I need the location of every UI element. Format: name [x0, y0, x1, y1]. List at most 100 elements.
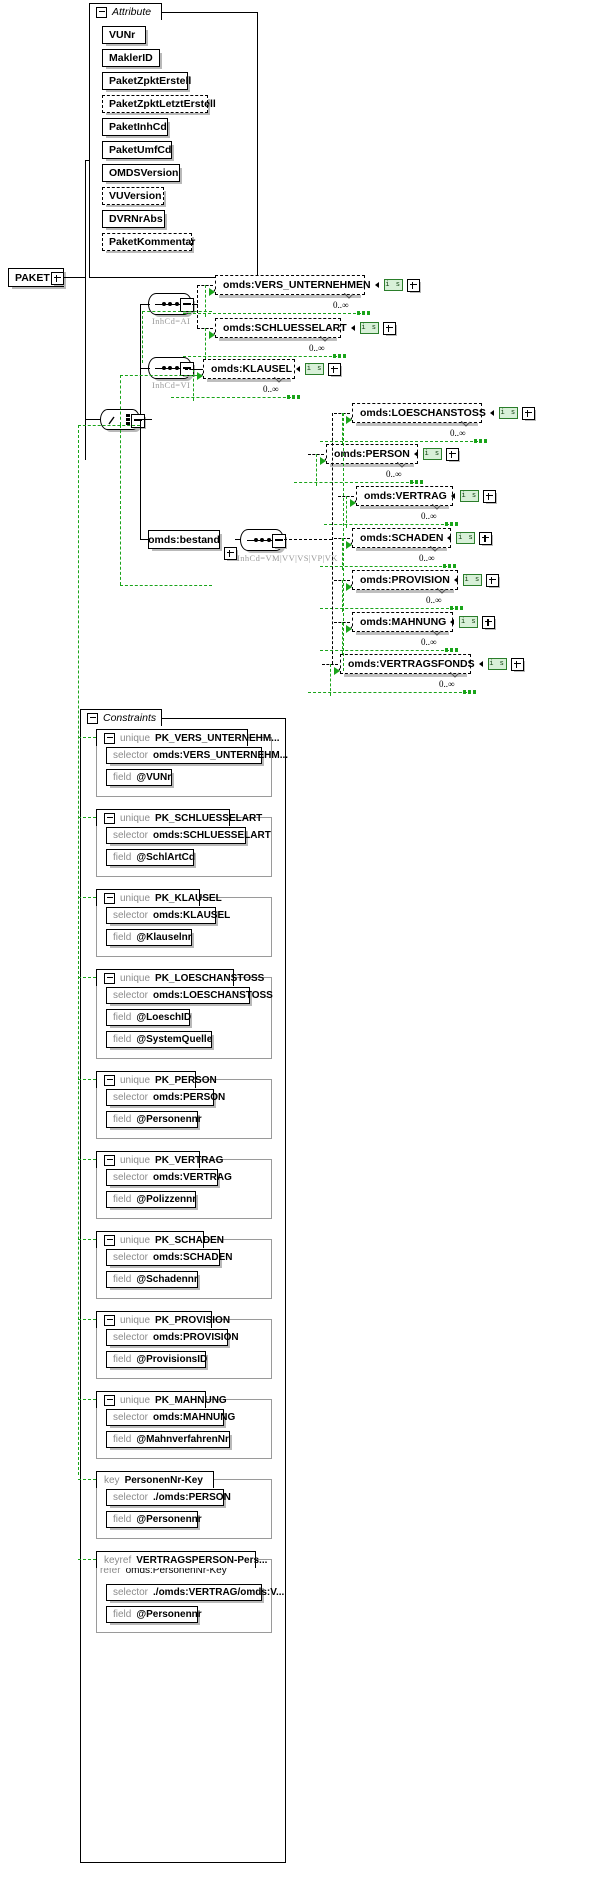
element-node[interactable]: omds:PERSON i s — [320, 444, 459, 470]
constraint-field-row[interactable]: field@VUNr — [106, 769, 172, 786]
element-node[interactable]: omds:SCHADEN i s — [346, 528, 493, 554]
expand-icon[interactable] — [510, 657, 524, 671]
element-frame[interactable]: omds:SCHLUESSELART i s — [215, 318, 396, 338]
element-node[interactable]: omds:PROVISION i s — [346, 570, 499, 596]
element-frame[interactable]: omds:VERTRAG i s — [356, 486, 496, 506]
collapse-icon[interactable] — [104, 1234, 115, 1246]
element-node[interactable]: omds:VERTRAGSFONDS i s — [334, 654, 524, 680]
collapse-icon[interactable] — [104, 812, 115, 824]
constraints-group-tab[interactable]: Constraints — [80, 709, 162, 726]
bestand-expand-icon[interactable] — [224, 547, 237, 560]
attribute-paketumfcd[interactable]: PaketUmfCd — [102, 141, 172, 159]
element-frame[interactable]: omds:PROVISION i s — [352, 570, 499, 590]
constraint-selector-row[interactable]: selector./omds:VERTRAG/omds:V... — [106, 1584, 284, 1601]
row-value: @ProvisionsID — [136, 1354, 208, 1365]
expand-icon[interactable] — [406, 278, 420, 292]
attribute-paketzpkterstell[interactable]: PaketZpktErstell — [102, 72, 191, 90]
collapse-icon[interactable] — [104, 892, 115, 904]
element-frame[interactable]: omds:KLAUSEL i s — [203, 359, 342, 379]
element-node[interactable]: omds:SCHLUESSELART i s — [209, 318, 396, 344]
constraint-field-row[interactable]: field@Personennr — [106, 1511, 202, 1528]
collapse-icon[interactable] — [104, 972, 115, 984]
attribute-paketinhcd[interactable]: PaketInhCd — [102, 118, 168, 136]
expand-icon[interactable] — [482, 615, 496, 629]
collapse-icon[interactable] — [104, 1394, 115, 1406]
constraint-field-row[interactable]: field@Personennr — [106, 1606, 202, 1623]
collapse-icon[interactable] — [104, 1154, 115, 1166]
constraint-field-row[interactable]: field@Polizzennr — [106, 1191, 196, 1208]
choice-collapse-icon[interactable] — [131, 414, 145, 428]
element-frame[interactable]: omds:SCHADEN i s — [352, 528, 493, 548]
root-element-paket[interactable]: PAKET — [8, 268, 64, 287]
element-omds-bestand[interactable]: omds:bestand — [148, 530, 220, 549]
collapse-icon[interactable] — [104, 1074, 115, 1086]
element-node[interactable]: omds:VERTRAG i s — [350, 486, 496, 512]
expand-icon[interactable] — [521, 406, 535, 420]
attribute-vuversion[interactable]: VUVersion — [102, 187, 164, 205]
expand-icon[interactable] — [328, 362, 342, 376]
expand-icon[interactable] — [482, 489, 496, 503]
sequence-bestand-collapse-icon[interactable] — [272, 534, 286, 548]
element-label: omds:VERS_UNTERNEHMEN — [223, 279, 371, 291]
expand-icon[interactable] — [445, 447, 459, 461]
element-frame[interactable]: omds:VERTRAGSFONDS i s — [340, 654, 524, 674]
constraint-field-row[interactable]: field@SchlArtCd — [106, 849, 195, 866]
element-node[interactable]: omds:KLAUSEL i s — [197, 359, 342, 385]
attribute-dvrnrabs[interactable]: DVRNrAbs — [102, 210, 165, 228]
element-frame[interactable]: omds:LOESCHANSTOSS i s — [352, 403, 535, 423]
element-node[interactable]: omds:MAHNUNG i s — [346, 612, 496, 638]
attribute-paketkommentar[interactable]: PaketKommentar — [102, 233, 195, 251]
attribute-group-tab[interactable]: Attribute — [89, 3, 162, 20]
constraint-field-row[interactable]: field@Schadennr — [106, 1271, 198, 1288]
constraint-selector-row[interactable]: selector./omds:PERSON — [106, 1489, 231, 1506]
expand-icon[interactable] — [382, 321, 396, 335]
row-value: omds:SCHADEN — [153, 1252, 233, 1263]
constraint-field-row[interactable]: field@SystemQuelle — [106, 1031, 212, 1048]
attribute-paketzpktletzterstell[interactable]: PaketZpktLetztErstell — [102, 95, 216, 113]
constraint-field-row[interactable]: field@ProvisionsID — [106, 1351, 208, 1368]
element-green-rail — [171, 397, 291, 398]
constraint-field-row[interactable]: field@MahnverfahrenNr — [106, 1431, 230, 1448]
expand-icon[interactable] — [479, 531, 493, 545]
sequence-ai-collapse-icon[interactable] — [180, 298, 194, 312]
element-frame[interactable]: omds:VERS_UNTERNEHMEN i s — [215, 275, 420, 295]
attribute-maklerid[interactable]: MaklerID — [102, 49, 160, 67]
collapse-icon[interactable] — [87, 712, 98, 724]
row-keyword: selector — [113, 1332, 149, 1343]
element-frame[interactable]: omds:PERSON i s — [326, 444, 459, 464]
collapse-icon[interactable] — [96, 6, 107, 18]
element-node[interactable]: omds:LOESCHANSTOSS i s — [346, 403, 535, 429]
constraint-field-row[interactable]: field@LoeschID — [106, 1009, 191, 1026]
paket-expand-icon[interactable] — [51, 272, 64, 285]
element-frame[interactable]: omds:MAHNUNG i s — [352, 612, 496, 632]
constraint-field-row[interactable]: field@Klauselnr — [106, 929, 192, 946]
row-keyword: field — [113, 1194, 132, 1205]
collapse-icon[interactable] — [104, 1314, 115, 1326]
constraint-field-row[interactable]: field@Personennr — [106, 1111, 202, 1128]
attribute-omdsversion[interactable]: OMDSVersion — [102, 164, 180, 182]
expand-icon[interactable] — [485, 573, 499, 587]
collapse-icon[interactable] — [104, 732, 115, 744]
attribute-vunr[interactable]: VUNr — [102, 26, 146, 44]
element-node[interactable]: omds:VERS_UNTERNEHMEN i s — [209, 275, 420, 301]
